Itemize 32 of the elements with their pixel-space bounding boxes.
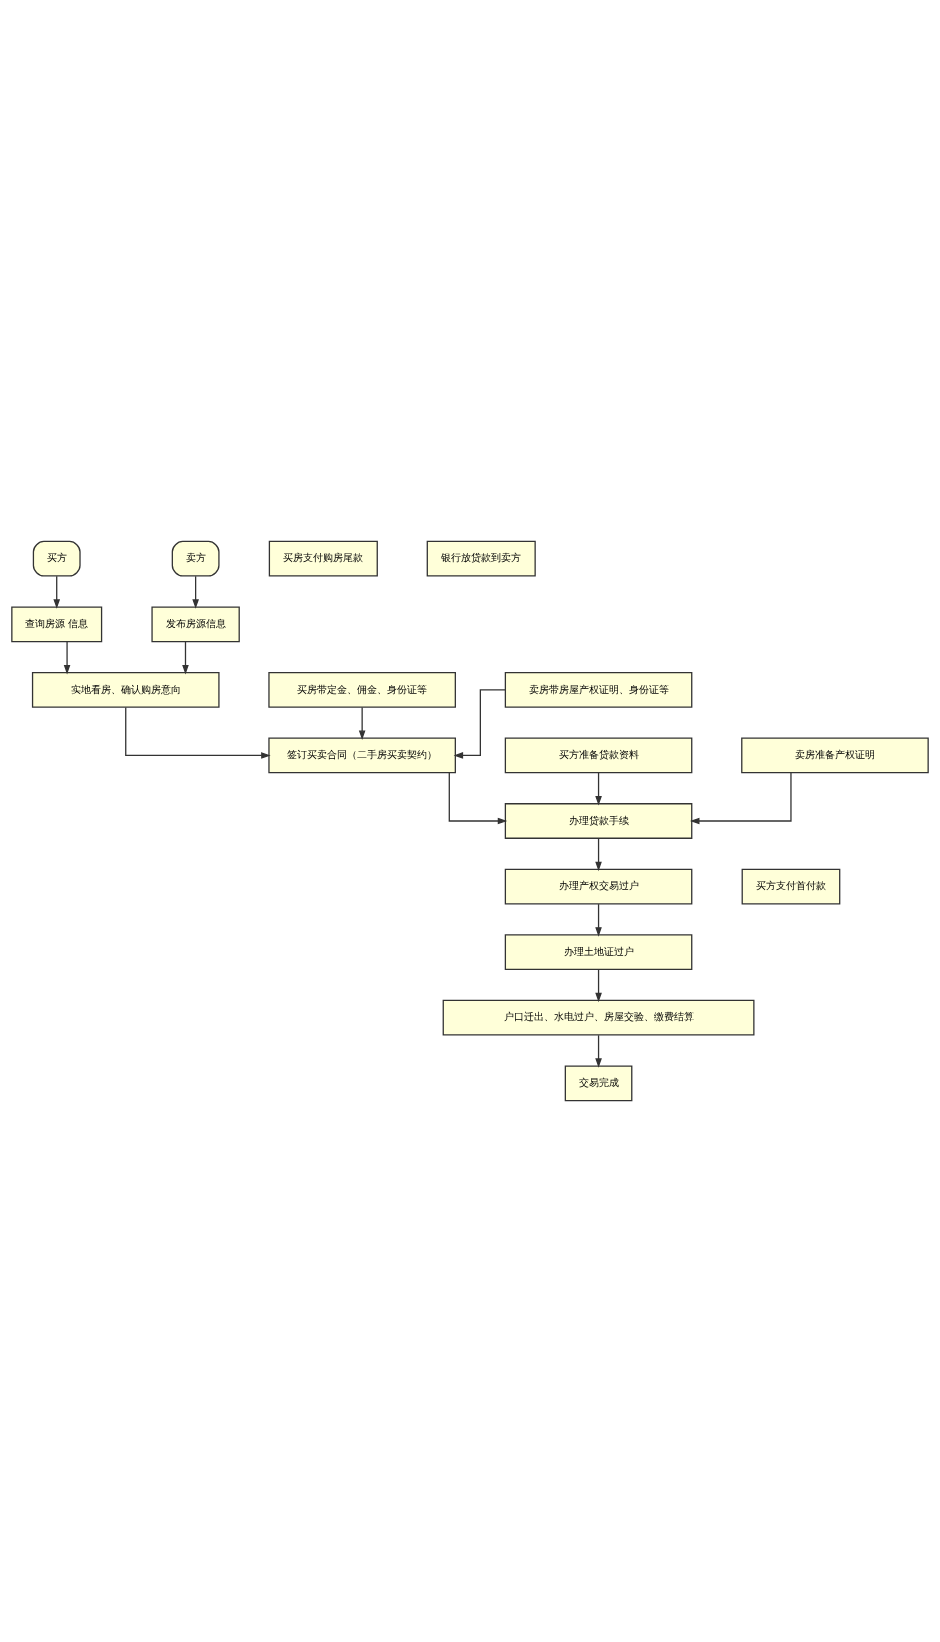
node-box: 实地看房、确认购房意向 [31, 671, 220, 708]
node-box: 买房支付购房尾款 [268, 540, 378, 577]
arrow [192, 575, 199, 609]
node-box: 卖房带房屋产权证明、身份证等 [504, 671, 693, 708]
arrow [595, 1034, 602, 1068]
node-box: 签订买卖合同（二手房买卖契约） [268, 737, 456, 774]
arrow [595, 903, 602, 937]
node-box: 银行放贷款到卖方 [426, 540, 536, 577]
arrow [125, 706, 271, 759]
arrow [595, 772, 602, 806]
arrow [595, 969, 602, 1003]
arrow [595, 837, 602, 872]
arrow [358, 706, 366, 740]
node-box: 办理贷款手续 [504, 803, 693, 839]
arrow [182, 641, 189, 675]
node-box: 办理土地证过户 [504, 934, 693, 971]
node-box: 户口迁出、水电过户、房屋交验、缴费结算 [442, 999, 755, 1036]
node-box: 发布房源信息 [151, 606, 240, 643]
arrow [53, 575, 61, 609]
node-box: 办理产权交易过户 [504, 868, 693, 905]
node-box: 卖方 [171, 540, 220, 577]
arrow [453, 689, 506, 759]
arrow [690, 772, 792, 825]
node-box: 买房带定金、佣金、身份证等 [268, 671, 456, 708]
node-box: 卖房准备产权证明 [741, 737, 929, 774]
node-box: 查询房源 信息 [11, 606, 103, 643]
node-box: 买方支付首付款 [741, 868, 841, 905]
arrow [448, 772, 508, 825]
node-box: 买方 [32, 540, 81, 577]
arrow [63, 641, 71, 675]
node-box: 交易完成 [564, 1065, 633, 1102]
node-box: 买方准备贷款资料 [504, 737, 693, 774]
